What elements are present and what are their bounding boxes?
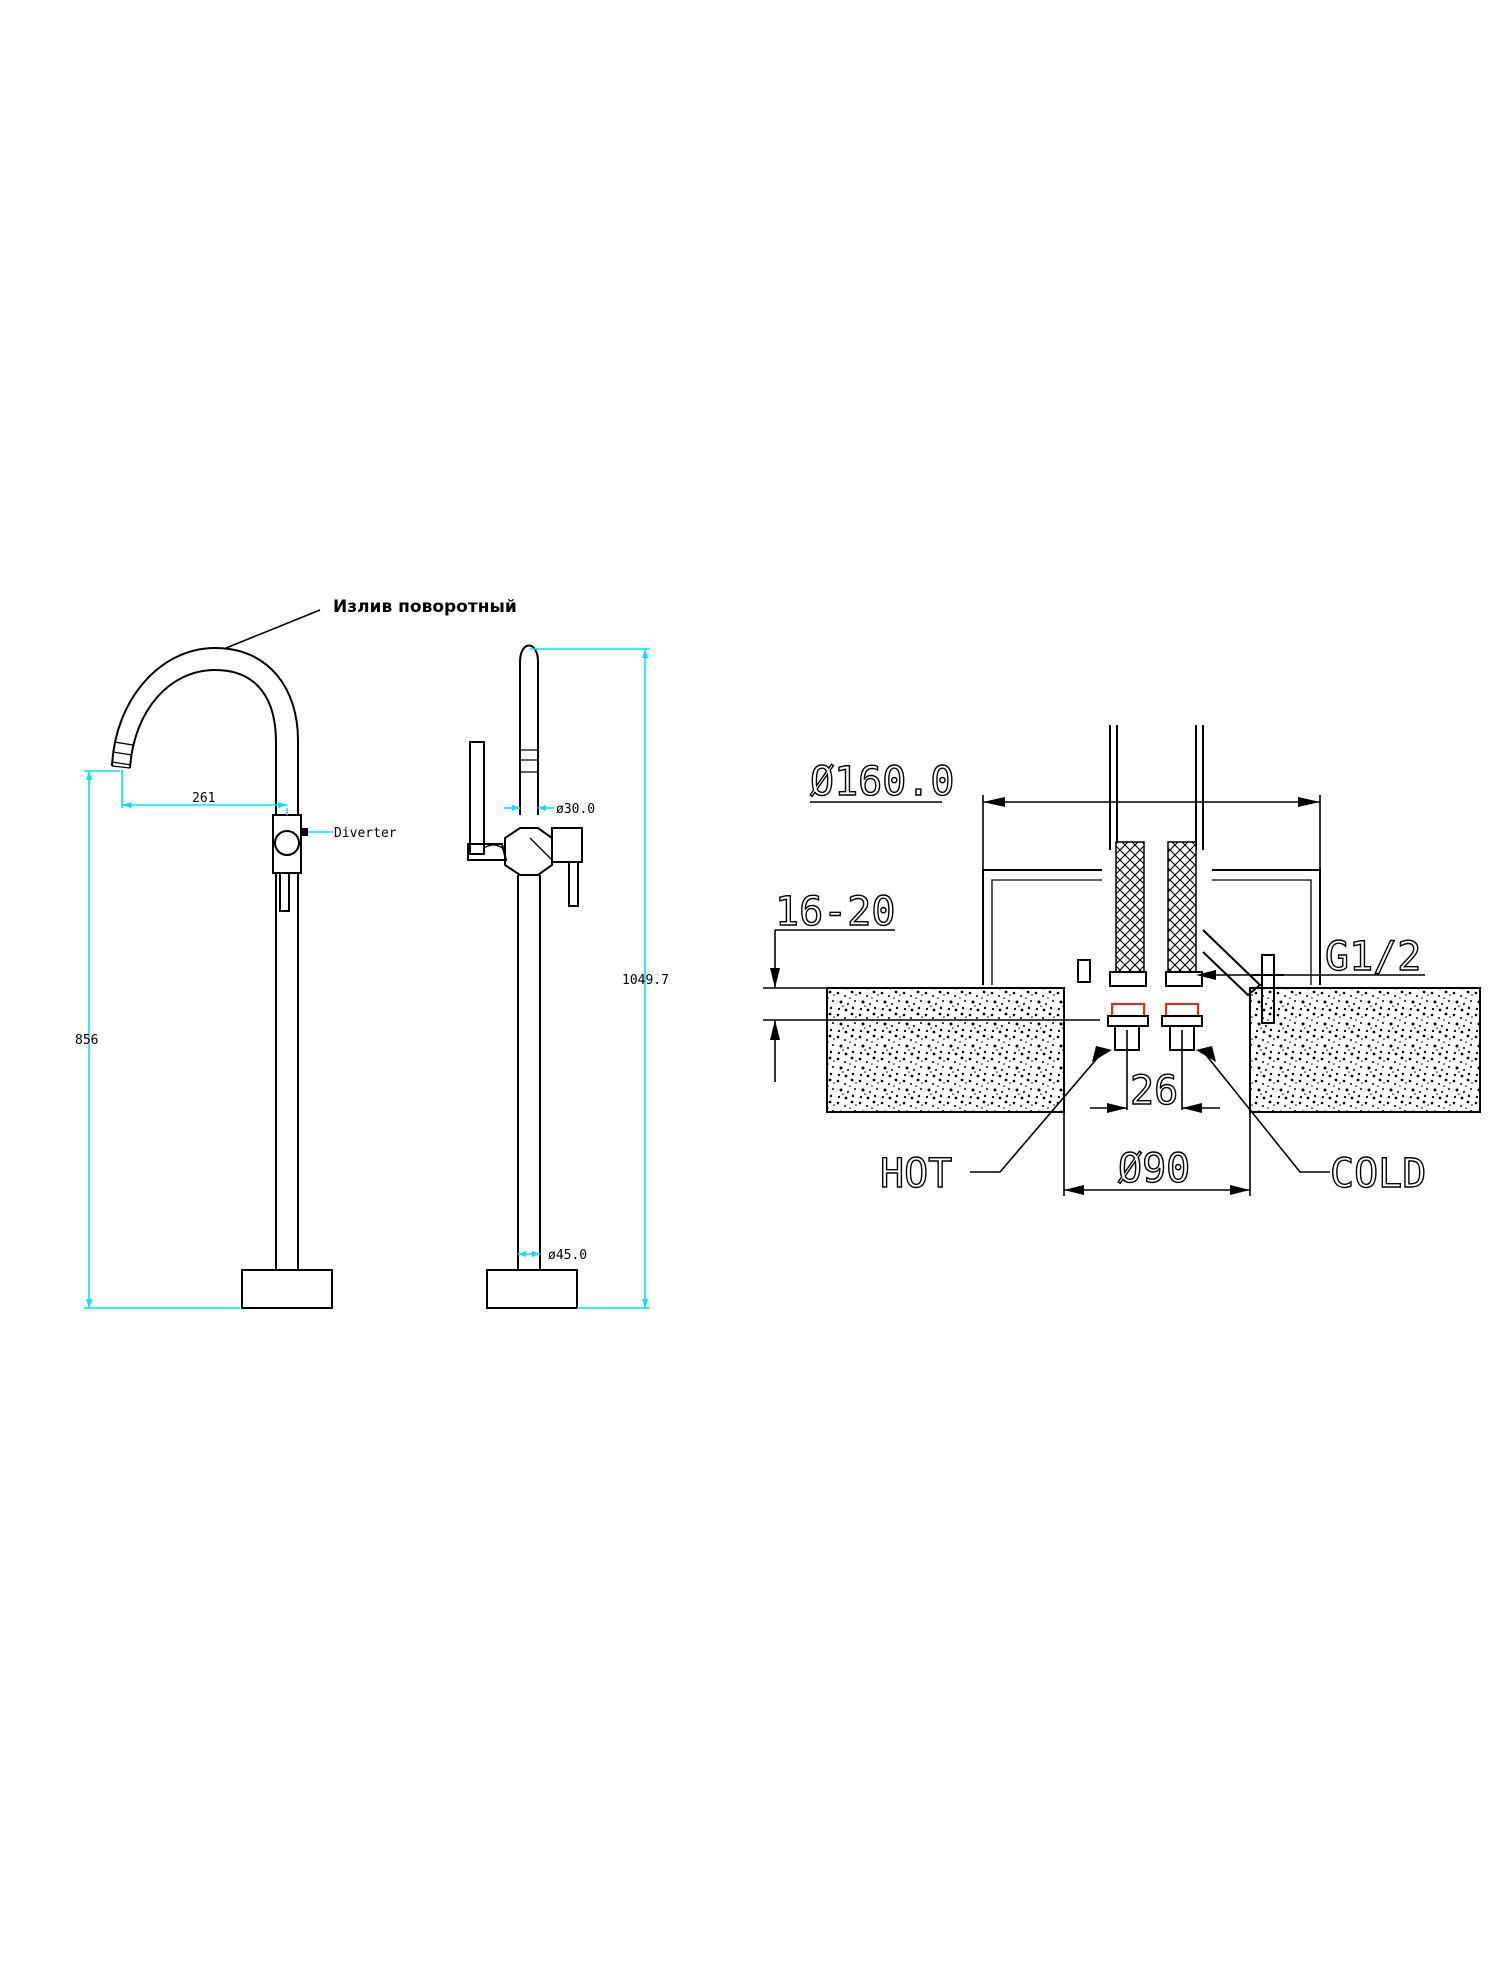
flange-cover-inner [991,879,1312,985]
fitting-cold-top [1165,971,1203,987]
hot-leader [970,1054,1101,1173]
fitting-hot-nut [1107,1015,1149,1027]
dim-thread-value: G1/2 [1325,934,1421,980]
dim-d30-arrow-right [538,805,546,811]
spout-ring-2 [112,751,133,756]
front-handle [279,872,290,912]
dim-d30-value: ø30.0 [556,802,595,817]
dim-d90-arrow-left [1064,1185,1084,1195]
dim-d45-arrow-right [532,1251,540,1257]
left-clip [1077,959,1091,983]
floor-slab-left [826,987,1065,1113]
front-view: Излив поворотный Diverter 261 856 [75,597,517,1309]
spout-inner [129,668,277,815]
side-valve-body [504,827,553,876]
dim-26-value: 26 [1130,1068,1178,1114]
dim-floor-arrow-bottom [770,1020,780,1040]
dim-856-arrow-top [86,771,92,780]
fitting-hot-top [1109,971,1147,987]
side-handle-hub [551,827,583,863]
cold-label: COLD [1330,1151,1426,1197]
fitting-cold-red [1164,1002,1200,1018]
hose-cold [1167,841,1197,973]
dim-d90-value: Ø90 [1118,1146,1190,1192]
dim-26-arrow-right [1182,1103,1202,1113]
hand-shower-head [469,741,485,855]
dim-856-arrow-bottom [86,1299,92,1308]
spout-tip [111,765,131,769]
fitting-cold-nut [1161,1015,1203,1027]
cold-leader [1205,1054,1330,1173]
spout-callout-label: Излив поворотный [333,597,517,617]
side-spout-tube [519,644,539,815]
dim-261-value: 261 [192,791,215,806]
spout-ring-1 [113,741,134,746]
flange-cover [982,869,1321,985]
dim-thread-arrow [1196,970,1216,980]
dim-d45-arrow-left [518,1251,526,1257]
fitting-hot-red [1110,1002,1146,1018]
hot-label: HOT [880,1151,952,1197]
dim-d30-arrow-left [512,805,520,811]
valve-body [272,814,302,874]
hose-hot [1115,841,1145,973]
side-base [486,1269,578,1309]
front-base [241,1269,333,1309]
dim-floor-value: 16-20 [775,889,895,935]
dim-d160-arrow-left [983,797,1005,807]
dim-d160-value: Ø160.0 [810,759,955,805]
dim-856-value: 856 [75,1033,98,1048]
side-handle-lever [568,861,579,907]
cold-arrow [1196,1046,1216,1062]
anchor-bolt [1261,954,1275,1024]
spout-ring-3 [111,761,132,766]
dim-d90-arrow-right [1230,1185,1250,1195]
dim-1049-arrow-bottom [642,1299,648,1308]
dim-d45-value: ø45.0 [548,1248,587,1263]
dim-261-arrow-right [278,802,287,808]
spout-outer [111,646,299,815]
installation-section: Ø160.0 16-20 G1/2 26 Ø90 HOT [763,725,1481,1198]
side-body-diagonal [529,837,553,861]
dim-26-arrow-left [1107,1103,1127,1113]
diverter-knob [274,830,300,856]
side-view: ø30.0 ø45.0 1049.7 [467,644,669,1309]
diverter-marker [301,828,308,836]
dim-1049-value: 1049.7 [622,973,669,988]
floor-slab-right [1249,987,1481,1113]
spout-callout-leader [225,609,321,649]
dim-d160-arrow-right [1298,797,1320,807]
dim-1049-arrow-top [642,649,648,658]
hot-arrow [1092,1046,1112,1062]
dim-floor-arrow-top [770,968,780,988]
diverter-label: Diverter [334,826,397,841]
support-brace [1202,929,1262,997]
dim-261-arrow-left [122,802,131,808]
